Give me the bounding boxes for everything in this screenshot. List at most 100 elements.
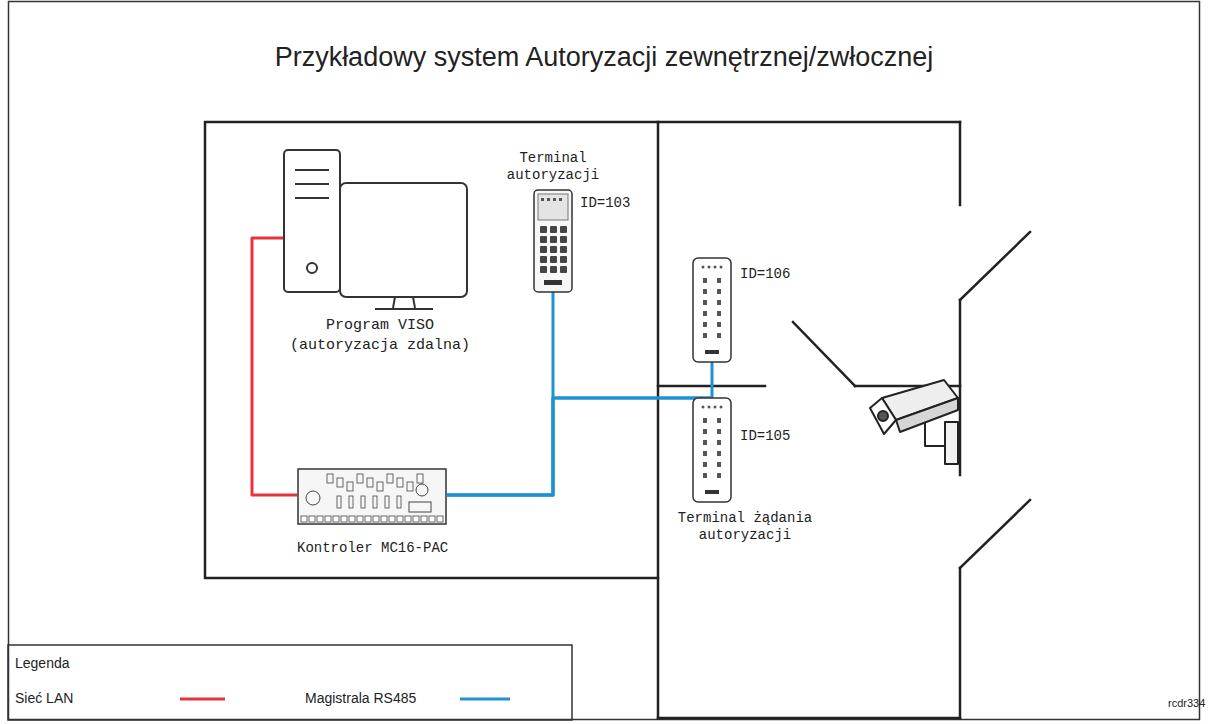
terminal-block [429, 516, 435, 522]
component [367, 478, 373, 487]
device-id: ID=105 [740, 428, 800, 445]
figure-code: rcdr334 [1168, 697, 1205, 709]
wall [959, 568, 962, 718]
terminal-block [365, 516, 371, 522]
terminal-block [397, 516, 403, 522]
camera-lens [878, 411, 888, 421]
controller-board [298, 469, 446, 524]
led [559, 198, 562, 201]
led [547, 198, 550, 201]
terminal-block [405, 516, 411, 522]
touch-key [703, 451, 707, 456]
terminal-block [301, 516, 307, 522]
workstation-label: Program VISO (autoryzacja zdalna) [285, 316, 475, 356]
component [361, 496, 365, 508]
authorization-terminal: Terminal autoryzacjiID=103 [500, 150, 640, 292]
touch-key [717, 418, 721, 423]
touch-key [717, 429, 721, 434]
reader-housing [693, 398, 731, 502]
touch-key [703, 333, 707, 338]
camera-arm [925, 420, 945, 446]
legend-text: Sieć LAN [15, 690, 73, 706]
capacitor [416, 484, 428, 496]
component [417, 474, 423, 483]
keypad-key [540, 246, 547, 253]
led [720, 406, 723, 409]
touch-key [703, 462, 707, 467]
terminal-block [413, 516, 419, 522]
keypad-key [550, 266, 557, 273]
monitor [340, 183, 467, 297]
touch-key [717, 333, 721, 338]
touch-key [703, 322, 707, 327]
component [327, 474, 333, 483]
monitor-stand [375, 297, 433, 309]
touch-key [717, 300, 721, 305]
brand-plate [544, 280, 562, 285]
terminal-block [381, 516, 387, 522]
component [349, 496, 353, 508]
legend-text: Magistrala RS485 [305, 690, 416, 706]
terminal-block [437, 516, 443, 522]
led [702, 406, 705, 409]
terminal-block [349, 516, 355, 522]
door-leaf [793, 322, 855, 386]
diagram-title: Przykładowy system Autoryzacji zewnętrzn… [0, 42, 1208, 73]
device-id: ID=106 [740, 266, 793, 283]
camera-front [870, 398, 896, 434]
touch-key [717, 289, 721, 294]
controller-label: Kontroler MC16-PAC [297, 540, 447, 557]
reader-terminal: ID=106 [693, 258, 793, 362]
wall [959, 300, 962, 475]
power-button [307, 263, 317, 273]
camera-body-side [896, 398, 958, 432]
keypad-key [560, 256, 567, 263]
component [337, 478, 343, 487]
terminal-block [325, 516, 331, 522]
legend-lan [180, 698, 225, 701]
led [714, 266, 717, 269]
touch-key [717, 278, 721, 283]
led [714, 406, 717, 409]
visoworkstation: Program VISO (autoryzacja zdalna) [283, 148, 480, 358]
keypad-key [550, 246, 557, 253]
touch-key [703, 440, 707, 445]
touch-key [703, 278, 707, 283]
legend-heading: Legenda [15, 655, 70, 671]
component [397, 478, 403, 487]
terminal-housing [534, 190, 572, 292]
touch-key [717, 440, 721, 445]
chip [409, 502, 431, 512]
wall [658, 121, 960, 124]
touch-key [703, 311, 707, 316]
drive-bay [295, 169, 329, 171]
touch-key [717, 311, 721, 316]
wall [657, 578, 660, 718]
terminal-block [317, 516, 323, 522]
camera-mount-plate [945, 422, 958, 464]
component [347, 482, 353, 491]
drive-bay [295, 197, 329, 199]
keypad-key [550, 236, 557, 243]
touch-key [703, 289, 707, 294]
terminal-heading: Terminal autoryzacji [500, 150, 606, 184]
rs485-bus [447, 292, 553, 495]
terminal-block [373, 516, 379, 522]
touch-key [703, 429, 707, 434]
legend-box [8, 645, 572, 720]
picture-frame [9, 2, 1200, 720]
led [553, 198, 556, 201]
rs485-bus [447, 362, 712, 495]
touch-key [717, 322, 721, 327]
terminal-label: Terminal żądania autoryzacji [670, 510, 820, 544]
capacitor [306, 491, 320, 505]
brand-plate [705, 490, 719, 494]
wall [658, 717, 960, 720]
led [541, 198, 544, 201]
keypad-key [540, 226, 547, 233]
touch-key [717, 451, 721, 456]
terminal-block [309, 516, 315, 522]
reader-housing [693, 258, 731, 362]
